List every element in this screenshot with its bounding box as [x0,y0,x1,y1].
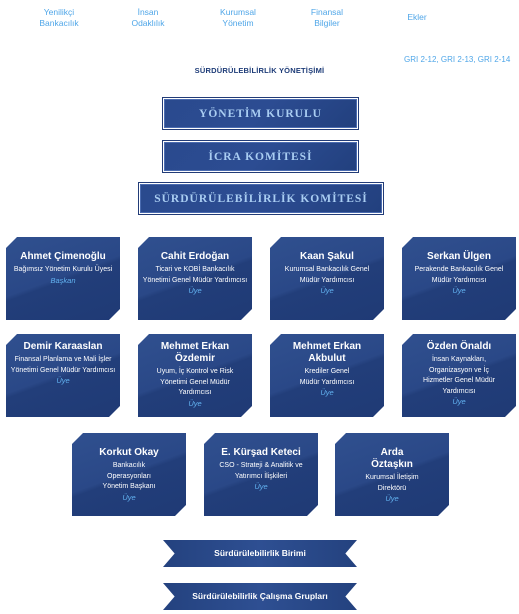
member-status: Üye [385,494,399,503]
nav-label: Ekler [407,12,427,22]
member-name: Özden Önaldı [426,341,492,352]
banner-executive-committee: İCRA KOMİTESİ [164,142,357,171]
member-card: Kaan Şakul Kurumsal Bankacılık Genel Müd… [270,237,384,320]
page-title: SÜRDÜRÜLEBİLİRLİK YÖNETİŞİMİ [194,66,325,75]
member-name: Mehmet Erkan Özdemir [160,341,230,364]
member-name: Kaan Şakul [300,251,354,262]
member-status: Üye [56,376,70,385]
banner-board: YÖNETİM KURULU [164,99,357,128]
member-name: Ahmet Çimenoğlu [20,251,106,262]
member-role: İnsan Kaynakları, Organizasyon ve İç Hiz… [423,356,495,395]
nav-label: Finansal [310,7,344,17]
member-status: Üye [188,398,202,408]
nav-label: Odaklılık [131,17,165,28]
member-role: Uyum, İç Kontrol ve Risk Yönetimi Genel … [156,368,234,396]
member-role: Bağımsız Yönetim Kurulu Üyesi [13,266,113,273]
member-card: Ahmet Çimenoğlu Bağımsız Yönetim Kurulu … [6,237,120,320]
member-name: Cahit Erdoğan [160,251,230,262]
member-card: E. Kürşad Keteci CSO - Strateji & Analit… [204,433,318,516]
member-card: Arda Öztaşkın Kurumsal İletişim Direktör… [335,433,449,516]
ribbon-sustainability-working-groups: Sürdürülebilirlik Çalışma Grupları [163,583,357,610]
nav-label: Bilgiler [314,17,340,28]
nav-label: Yönetim [222,17,254,28]
member-name: Arda Öztaşkın [371,447,413,470]
member-status: Üye [452,286,466,295]
member-card: Mehmet Erkan Akbulut Krediler Genel Müdü… [270,334,384,417]
nav-label: İnsan [137,7,159,17]
nav-item-ekler[interactable]: Ekler [377,12,457,23]
nav-label: Yenilikçi [43,7,75,17]
member-role: Bankacılık Operasyonları Yönetim Başkanı [102,462,156,490]
member-status: Üye [320,286,334,295]
member-card: Korkut Okay Bankacılık Operasyonları Yön… [72,433,186,516]
member-card: Serkan Ülgen Perakende Bankacılık Genel … [402,237,516,320]
member-card: Demir Karaaslan Finansal Planlama ve Mal… [6,334,120,417]
member-role: Kurumsal Bankacılık Genel Müdür Yardımcı… [284,266,370,284]
member-name: Serkan Ülgen [427,251,491,262]
member-name: Demir Karaaslan [23,341,103,352]
gri-reference: GRI 2-12, GRI 2-13, GRI 2-14 [404,55,511,64]
ribbon-sustainability-unit: Sürdürülebilirlik Birimi [163,540,357,567]
banner-sustainability-committee: SÜRDÜRÜLEBİLİRLİK KOMİTESİ [140,184,382,213]
nav-label: Bankacılık [39,17,79,28]
member-status: Üye [320,388,334,397]
member-name: E. Kürşad Keteci [221,447,301,458]
nav-item-insan-odaklilik[interactable]: İnsan Odaklılık [108,7,188,28]
member-name: Korkut Okay [99,447,159,458]
member-status: Başkan [50,275,76,285]
member-status: Üye [188,286,202,295]
member-role: Ticari ve KOBİ Bankacılık Yönetimi Genel… [142,266,248,284]
member-name: Mehmet Erkan Akbulut [292,341,362,364]
nav-item-kurumsal-yonetim[interactable]: Kurumsal Yönetim [198,7,278,28]
member-card: Özden Önaldı İnsan Kaynakları, Organizas… [402,334,516,417]
nav-item-yenilikci-bankacilik[interactable]: Yenilikçi Bankacılık [19,7,99,28]
member-card: Mehmet Erkan Özdemir Uyum, İç Kontrol ve… [138,334,252,417]
member-role: Perakende Bankacılık Genel Müdür Yardımc… [414,266,504,284]
member-role: Krediler Genel Müdür Yardımcısı [299,368,355,386]
member-status: Üye [452,397,466,406]
nav-label: Kurumsal [220,7,256,17]
member-role: Finansal Planlama ve Mali İşler Yönetimi… [10,356,116,374]
member-role: CSO - Strateji & Analitik ve Yatırımcı İ… [219,462,303,480]
nav-item-finansal-bilgiler[interactable]: Finansal Bilgiler [287,7,367,28]
member-role: Kurumsal İletişim Direktörü [365,474,419,492]
member-status: Üye [122,492,136,502]
member-card: Cahit Erdoğan Ticari ve KOBİ Bankacılık … [138,237,252,320]
member-status: Üye [254,482,268,491]
